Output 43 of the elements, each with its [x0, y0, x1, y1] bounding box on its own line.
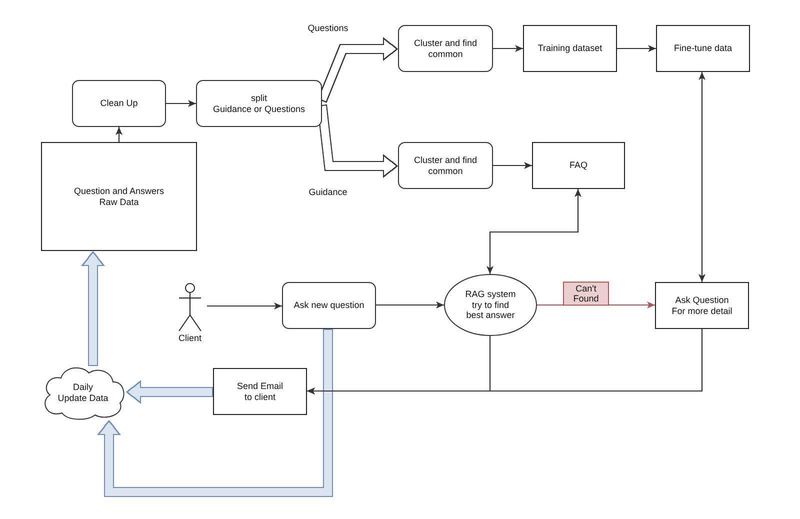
step-label: Question and Answers Raw Data: [72, 186, 166, 208]
arrow: [376, 302, 444, 308]
step-label: Ask new question: [294, 300, 364, 311]
process-box: [655, 282, 749, 329]
process-box: [523, 25, 617, 72]
rounded-process-box: [398, 25, 493, 72]
thick-arrow: [81, 251, 105, 366]
arrow: [493, 45, 523, 52]
process-box: [656, 25, 750, 72]
thick-arrow: [126, 380, 213, 404]
edge-label: Can't Found: [563, 281, 609, 306]
step-label: RAG system try to find best answer: [464, 288, 517, 322]
rounded-process-box: [398, 142, 493, 189]
step-label: Daily Update Data: [58, 382, 108, 404]
thick-arrow: [317, 104, 398, 178]
edge-label: Questions: [306, 22, 350, 34]
rounded-process-box: [282, 282, 376, 329]
arrow: [207, 302, 282, 310]
step-label: Training dataset: [538, 43, 602, 54]
rounded-process-box: [196, 80, 322, 127]
rounded-process-box: [72, 80, 166, 127]
process-box: [213, 368, 307, 415]
arrow: [617, 45, 656, 52]
arrow: [493, 162, 532, 169]
step-label: Cluster and find common: [412, 38, 478, 60]
arrow: [166, 100, 196, 107]
step-label: FAQ: [569, 160, 588, 171]
arrow: [116, 127, 122, 142]
process-box: [532, 142, 625, 189]
step-label: Clean Up: [100, 98, 138, 109]
actor-label: Client: [177, 333, 202, 344]
double-arrow: [698, 72, 706, 282]
step-label: split: [250, 92, 267, 104]
thick-arrow: [97, 329, 333, 497]
edge-label: Guidance: [308, 186, 348, 198]
step-label: Cluster and find common: [412, 154, 478, 176]
arrow: [307, 329, 703, 394]
double-arrow: [486, 189, 582, 274]
step-label: Guidance or Questions: [212, 104, 306, 114]
step-label: Fine-tune data: [674, 43, 732, 54]
step-label: Send Email to client: [236, 380, 284, 402]
step-label: Ask Question For more detail: [670, 294, 734, 316]
process-box: [41, 142, 197, 251]
